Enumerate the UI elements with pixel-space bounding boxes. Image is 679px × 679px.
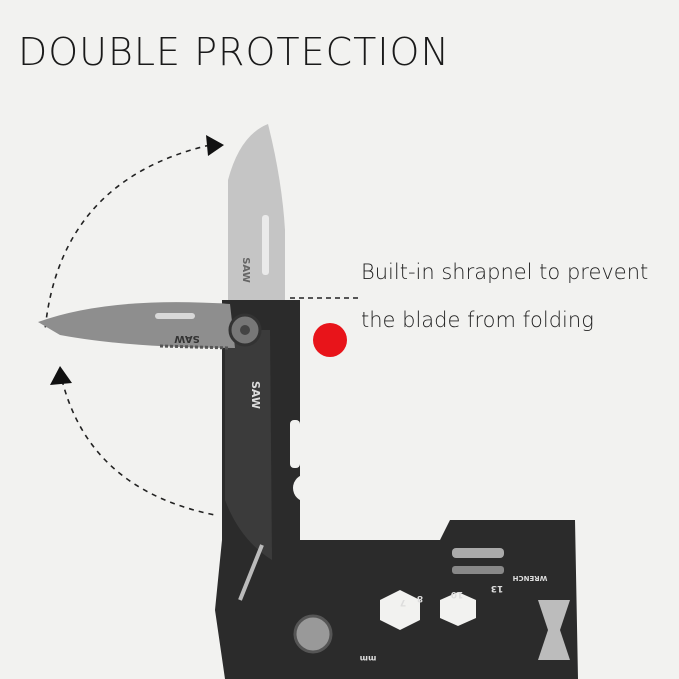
ghost-blade	[228, 124, 285, 310]
page-title: DOUBLE PROTECTION	[18, 30, 450, 74]
wrench-size-10: 10	[451, 589, 464, 599]
rotation-arc-upper	[44, 144, 211, 331]
lock-button	[313, 323, 347, 357]
wrench-size-7: 7	[400, 597, 406, 607]
pulley	[538, 600, 570, 660]
ghost-blade-saw-engraving: SAW	[240, 257, 251, 283]
blade	[38, 302, 235, 348]
blade-saw-engraving: SAW	[174, 333, 200, 344]
wrench-size-8: 8	[417, 593, 423, 603]
ruler-unit-mm: mm	[360, 654, 377, 663]
arrow-head-icon	[50, 366, 72, 385]
caption-line-1: Built-in shrapnel to prevent	[361, 260, 649, 284]
rotation-arc-lower	[61, 379, 216, 516]
wrench-size-13: 13	[491, 583, 504, 593]
wrench-engraving: WRENCH	[512, 574, 547, 582]
saw-blade-engraving: SAW	[249, 381, 262, 409]
tool-body	[215, 300, 578, 679]
caption-line-2: the blade from folding	[361, 308, 594, 332]
arrow-head-icon	[206, 135, 224, 156]
